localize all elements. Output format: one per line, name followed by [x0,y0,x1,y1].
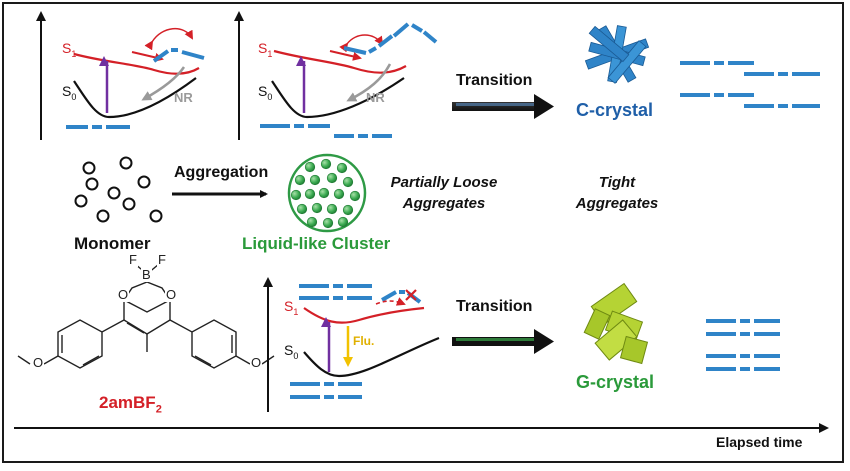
g-crystal-packing [706,319,780,371]
s1-label: S1 [62,40,77,59]
transition-arrow-bottom [452,329,554,354]
s0-curve [73,77,197,119]
s0-label: S0 [258,83,273,102]
blue-molecule-segment [343,46,367,55]
nr-label: NR [366,90,385,105]
molecule-structure-2ambf2 [17,263,275,369]
oxygen-atom-label: O [250,355,263,370]
fluorine-atom-label: F [157,252,167,267]
figure-frame: S1 S0 NR S1 S0 NR Transition C-crystal A… [2,2,844,463]
s0-curve [271,77,405,119]
s1-curve [73,52,200,75]
nr-label: NR [174,90,193,105]
fluorescence-label: Flu. [353,334,375,348]
compound-name-label: 2amBF2 [99,393,162,416]
diagram-canvas [14,11,829,433]
monomer-label: Monomer [74,234,151,253]
blue-molecule-segment [422,30,438,44]
nr-arrow [346,63,392,102]
rotation-arrow [144,28,193,51]
blue-molecule-segment [410,23,424,33]
partially-loose-aggregates-label: Partially Loose Aggregates [390,174,498,212]
energy-panel-bottom [263,277,440,412]
monomer-circles [74,156,163,223]
elapsed-time-label: Elapsed time [716,434,803,450]
liquid-like-cluster-shape [287,153,367,233]
blue-molecule-segment [377,34,394,48]
s0-label: S0 [62,83,77,102]
c-crystal-packing [680,61,820,108]
aggregation-label: Aggregation [174,164,269,181]
boron-atom-label: B [141,267,152,282]
rotation-arrow [339,34,384,53]
g-crystal-shape [583,282,649,365]
oxygen-atom-label: O [32,355,45,370]
c-crystal-shape [584,25,650,84]
energy-panel-top-left [36,11,205,140]
transition-label-bottom: Transition [456,298,533,315]
blocked-path-arrow [375,297,406,306]
s1-label: S1 [258,40,273,59]
blue-molecule-segment [392,22,410,38]
blue-molecule-segment [152,49,170,63]
transition-arrow-top [452,94,554,119]
blue-molecule-segment [181,50,205,60]
blocked-x-icon [405,289,417,301]
tight-aggregates-label: Tight Aggregates [575,174,659,212]
s0-label: S0 [284,342,299,361]
nr-arrow [141,66,186,101]
s0-curve [303,336,440,378]
c-crystal-label: C-crystal [576,100,654,120]
transition-label-top: Transition [456,72,533,89]
oxygen-atom-label: O [117,287,130,302]
fluorine-atom-label: F [128,252,138,267]
oxygen-atom-label: O [165,287,178,302]
s1-curve [303,306,425,324]
s1-relax-arrow [329,50,362,61]
s1-label: S1 [284,298,299,317]
g-crystal-label: G-crystal [576,372,655,392]
energy-panel-top-mid [234,11,438,140]
liquid-like-cluster-label: Liquid-like Cluster [242,234,391,253]
blue-molecule-segment [368,46,377,54]
